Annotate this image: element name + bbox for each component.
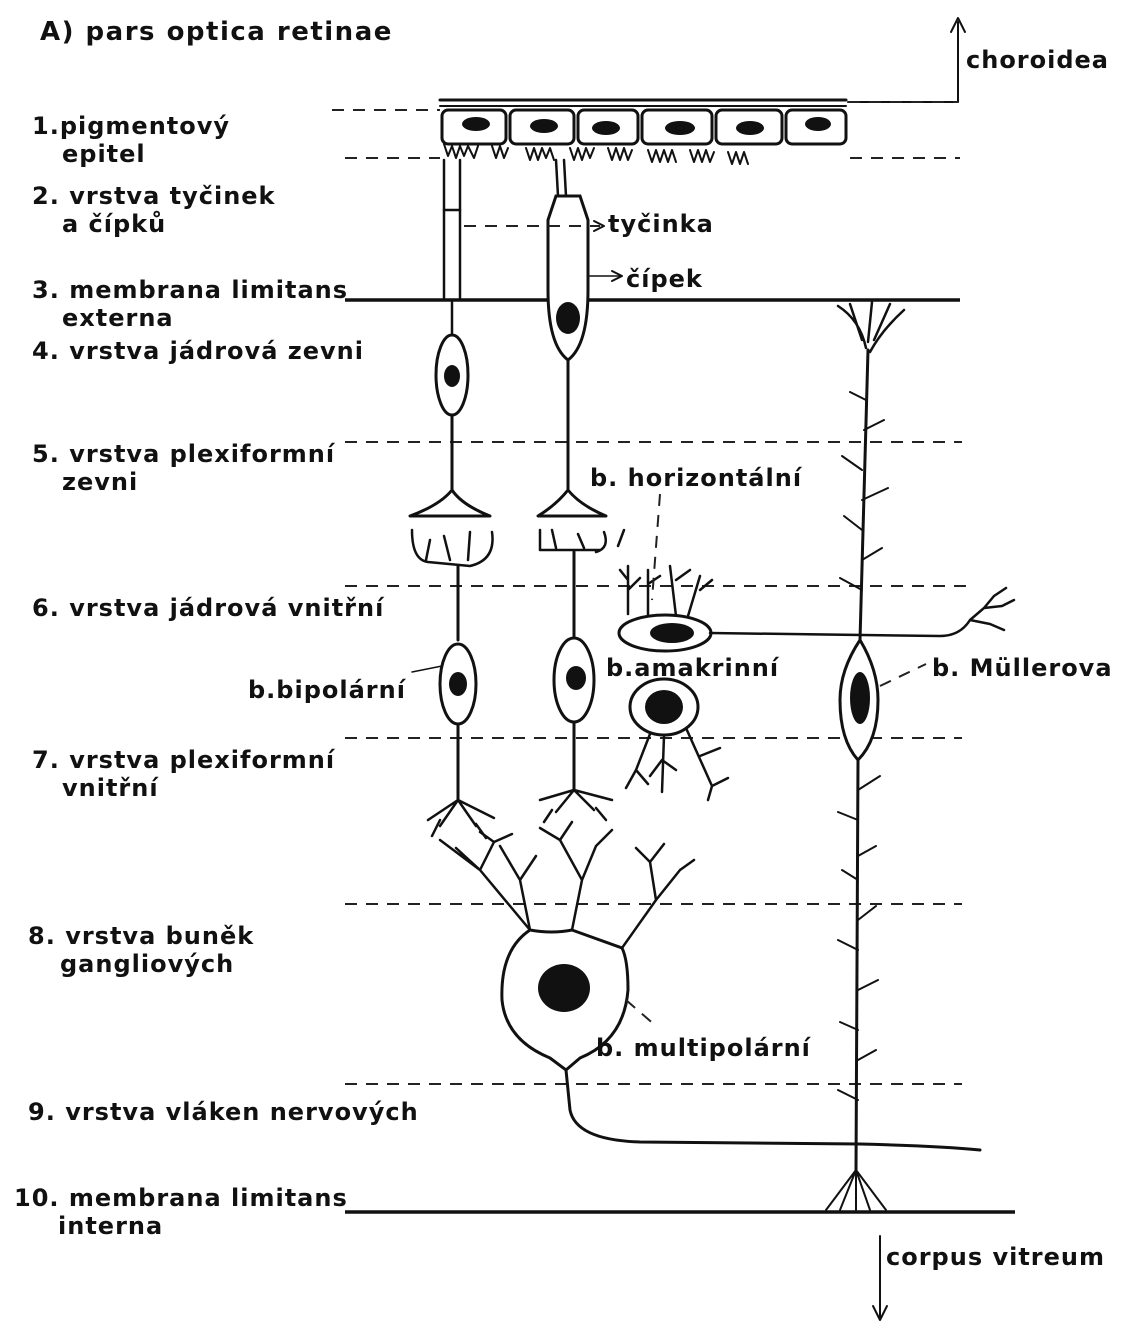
choroidea-label: choroidea [966, 46, 1109, 74]
rod-label: tyčinka [608, 210, 714, 238]
svg-text:a čípků: a čípků [62, 210, 166, 238]
multipolar-label-group: b. multipolární [596, 1000, 812, 1062]
svg-text:1.pigmentový: 1.pigmentový [32, 112, 230, 140]
pigment-epithelium [440, 100, 846, 164]
layer-label-8: 8. vrstva buněk gangliových [28, 922, 254, 978]
layer-label-5: 5. vrstva plexiformní zevni [32, 440, 336, 496]
svg-text:externa: externa [62, 304, 174, 332]
layer-label-10: 10. membrana limitans interna [14, 1184, 348, 1240]
svg-text:4. vrstva jádrová zevni: 4. vrstva jádrová zevni [32, 337, 364, 365]
multipolar-label: b. multipolární [596, 1034, 812, 1062]
horizontal-label: b. horizontální [590, 464, 803, 492]
svg-text:epitel: epitel [62, 140, 146, 168]
bipolar-label-group: b.bipolární [248, 666, 442, 704]
horizontal-cell [619, 566, 1014, 651]
layer-label-3: 3. membrana limitans externa [32, 276, 348, 332]
layer-label-7: 7. vrstva plexiformní vnitřní [32, 746, 336, 802]
bipolar-cell-left [412, 530, 494, 838]
muller-label-group: b. Müllerova [880, 654, 1113, 686]
choroidea-arrow: choroidea [848, 18, 1109, 102]
layer-label-1: 1.pigmentový epitel [32, 112, 230, 168]
svg-text:7. vrstva plexiformní: 7. vrstva plexiformní [32, 746, 336, 774]
svg-text:2. vrstva tyčinek: 2. vrstva tyčinek [32, 182, 276, 210]
corpus-vitreum-label: corpus vitreum [886, 1243, 1105, 1271]
cone-label: čípek [626, 265, 703, 293]
rod-cell [410, 160, 490, 516]
layer-label-9: 9. vrstva vláken nervových [28, 1098, 419, 1126]
svg-text:3. membrana limitans: 3. membrana limitans [32, 276, 348, 304]
bipolar-label: b.bipolární [248, 676, 407, 704]
svg-text:vnitřní: vnitřní [62, 774, 159, 802]
cone-label-group: čípek [590, 265, 703, 293]
svg-text:8. vrstva buněk: 8. vrstva buněk [28, 922, 254, 950]
layer-label-4: 4. vrstva jádrová zevni [32, 337, 364, 365]
layer-label-6: 6. vrstva jádrová vnitřní [32, 594, 385, 622]
amacrine-cell [626, 679, 728, 800]
svg-text:5. vrstva plexiformní: 5. vrstva plexiformní [32, 440, 336, 468]
svg-text:zevni: zevni [62, 468, 138, 496]
svg-text:9. vrstva vláken nervových: 9. vrstva vláken nervových [28, 1098, 419, 1126]
ganglion-cell [440, 822, 980, 1150]
svg-text:6. vrstva jádrová vnitřní: 6. vrstva jádrová vnitřní [32, 594, 385, 622]
muller-label: b. Müllerova [932, 654, 1113, 682]
svg-text:interna: interna [58, 1212, 163, 1240]
amacrine-label: b.amakrinní [606, 654, 780, 682]
corpus-vitreum-arrow: corpus vitreum [873, 1236, 1105, 1320]
layer-label-2: 2. vrstva tyčinek a čípků [32, 182, 276, 238]
svg-text:10. membrana limitans: 10. membrana limitans [14, 1184, 348, 1212]
cone-cell [538, 160, 606, 516]
diagram-title: A) pars optica retinae [40, 17, 393, 47]
pigment-cells [442, 110, 846, 144]
muller-cell [826, 302, 904, 1210]
svg-text:gangliových: gangliových [60, 950, 234, 978]
